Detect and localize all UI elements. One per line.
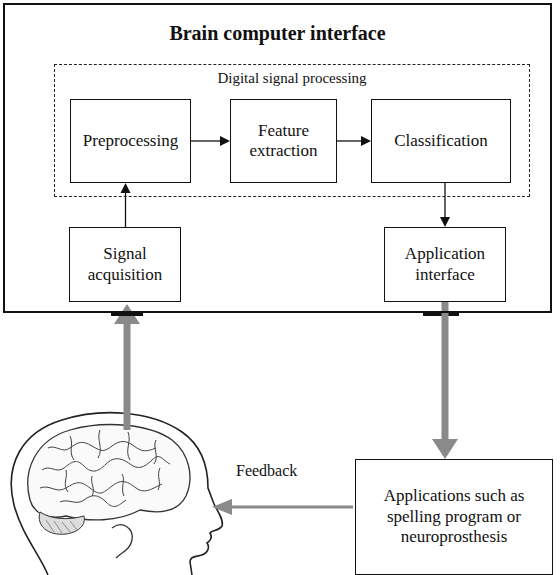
connector-line bbox=[444, 183, 445, 218]
connector-arrow bbox=[337, 136, 371, 146]
arrow-head bbox=[361, 136, 371, 146]
head-outline bbox=[11, 413, 222, 575]
box-label: Classification bbox=[394, 131, 487, 151]
arrow-head bbox=[432, 439, 458, 459]
connector-arrow bbox=[121, 183, 131, 227]
connector-arrow bbox=[432, 302, 458, 459]
process-box: Signal acquisition bbox=[69, 227, 181, 302]
feedback-arrow bbox=[230, 506, 353, 509]
application-box: Applications such as spelling program or… bbox=[355, 459, 553, 575]
box-label: Feature extraction bbox=[237, 121, 330, 162]
process-box: Preprocessing bbox=[70, 99, 191, 183]
group-box: Digital signal processingPreprocessing Fe… bbox=[54, 64, 530, 197]
connector-line bbox=[337, 140, 362, 141]
arrow-label: Feedback bbox=[236, 462, 297, 480]
feedback-arrow-head bbox=[212, 499, 232, 515]
connector-line bbox=[191, 140, 221, 141]
arrow-head bbox=[440, 217, 450, 227]
system-box: Brain computer interfaceDigital signal p… bbox=[3, 3, 552, 313]
connector-line bbox=[442, 302, 449, 440]
signal-arrow bbox=[124, 322, 131, 430]
process-box: Feature extraction bbox=[230, 99, 337, 183]
brain bbox=[28, 425, 190, 520]
ear bbox=[112, 525, 132, 558]
box-heading: Digital signal processing bbox=[55, 69, 529, 87]
brain-gyri bbox=[40, 430, 170, 506]
cerebellum bbox=[39, 512, 84, 534]
box-label: Signal acquisition bbox=[76, 244, 174, 285]
arrow-head bbox=[220, 136, 230, 146]
box-label: Application interface bbox=[391, 244, 499, 285]
process-box: Classification bbox=[371, 99, 511, 183]
arrow-head bbox=[121, 183, 131, 193]
cerebellum-hatching bbox=[46, 520, 77, 533]
connector-arrow bbox=[440, 183, 450, 227]
box-label: Preprocessing bbox=[83, 131, 178, 151]
box-label: Applications such as spelling program or… bbox=[379, 486, 529, 547]
connector-line bbox=[125, 192, 126, 227]
connector-arrow bbox=[191, 136, 230, 146]
process-box: Application interface bbox=[384, 227, 506, 302]
box-heading: Brain computer interface bbox=[5, 21, 550, 45]
